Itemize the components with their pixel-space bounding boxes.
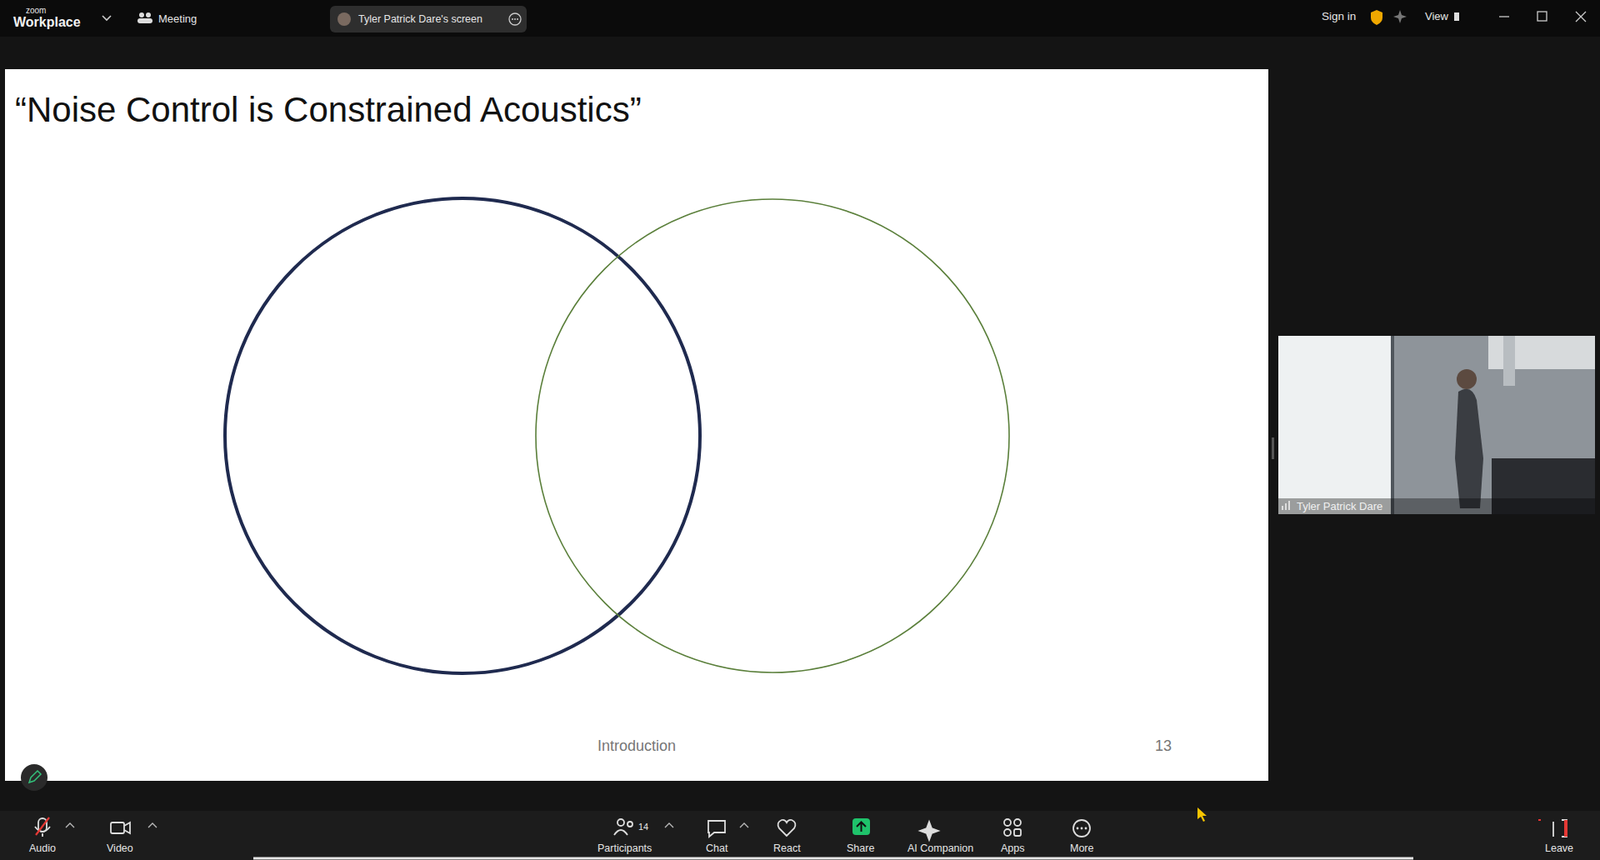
toolbar-label: Leave — [1545, 842, 1574, 855]
share-icon — [852, 818, 870, 835]
toolbar-label: More — [1070, 842, 1094, 855]
close — [1575, 11, 1586, 22]
video-tile — [1278, 335, 1595, 515]
venn-circle — [535, 199, 1010, 673]
cursor — [1197, 807, 1207, 822]
toolbar-label: Share — [846, 842, 875, 855]
splitter — [1271, 437, 1275, 460]
participant-count: 14 — [638, 821, 649, 833]
toolbar-label: Audio — [29, 842, 56, 855]
toolbar-label: Apps — [1000, 842, 1025, 855]
restore — [1537, 11, 1547, 21]
share-pill-text: Tyler Patrick Dare's screen — [358, 13, 483, 25]
toolbar-label: Video — [106, 842, 134, 855]
title-bar — [0, 0, 1600, 37]
toolbar-icons — [35, 818, 1567, 840]
sparkle-icon — [1393, 10, 1407, 24]
pen-icon — [29, 770, 41, 783]
menu-item: Meeting — [158, 13, 197, 26]
meeting-area — [0, 36, 1600, 811]
slide-footer: Introduction — [597, 737, 676, 755]
dropdown-caret — [102, 15, 111, 20]
toolbar-label: React — [773, 842, 801, 855]
slide — [5, 69, 1269, 781]
slide-title: “Noise Control is Constrained Acoustics” — [15, 90, 642, 130]
screen-pill — [330, 5, 527, 33]
page-number: 13 — [1155, 737, 1172, 755]
menu-item: Sign in — [1321, 10, 1356, 24]
annotate-button — [20, 764, 48, 791]
toolbar-edge — [253, 857, 1414, 860]
toolbar-label: Chat — [705, 842, 728, 855]
presenter — [1455, 389, 1484, 509]
menu-item: View — [1425, 10, 1449, 24]
participant-name: Tyler Patrick Dare — [1296, 500, 1383, 514]
mute-slash — [35, 817, 50, 835]
minimize — [1499, 15, 1510, 17]
toolbar-label: Participants — [597, 842, 652, 855]
brand-name: Workplace — [13, 15, 81, 30]
brand-small: zoom — [25, 5, 46, 16]
shield-icon — [1370, 10, 1383, 25]
toolbar — [0, 810, 1600, 860]
avatar — [337, 12, 351, 26]
view-icon — [1454, 12, 1460, 21]
venn-circle — [225, 198, 700, 674]
projector-screen — [1278, 335, 1391, 515]
more-icon — [509, 13, 521, 25]
toolbar-label: AI Companion — [907, 842, 974, 855]
meeting-icon — [137, 12, 153, 24]
